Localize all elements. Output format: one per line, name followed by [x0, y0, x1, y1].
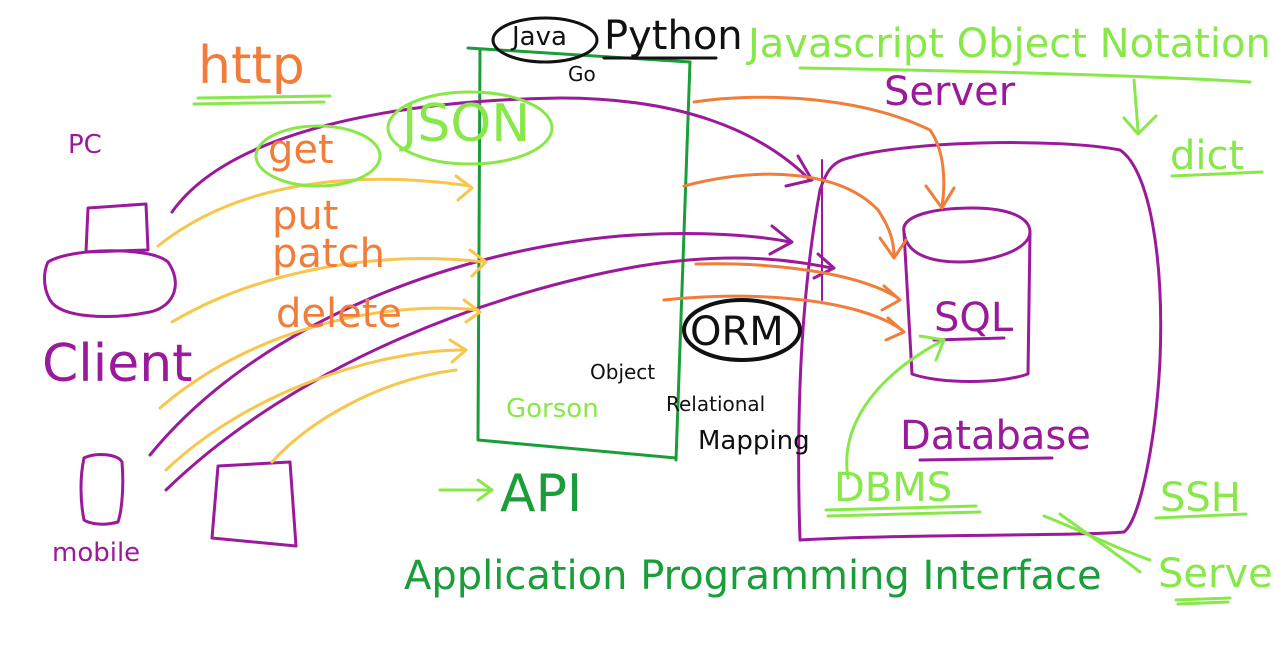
api-full-label: Application Programming Interface: [404, 553, 1102, 599]
json-circle: [386, 90, 554, 166]
database-label: Database: [900, 413, 1091, 459]
api-db-arrows: [662, 95, 956, 342]
ssh-label: SSH: [1160, 475, 1241, 521]
json-full-label: Javascript Object Notation: [748, 21, 1271, 67]
delete-label: delete: [276, 291, 403, 337]
java-circle: [491, 16, 599, 64]
mobile-label: mobile: [52, 538, 141, 568]
api-label: API: [500, 464, 583, 524]
get-circle: [254, 124, 382, 188]
client-api-arrows: [156, 174, 488, 472]
mapping-label: Mapping: [698, 426, 810, 456]
client-server-arrows: [148, 96, 836, 492]
object-label: Object: [590, 360, 656, 384]
patch-label: patch: [272, 231, 385, 277]
dbms-label: DBMS: [834, 465, 953, 511]
mobile-phone-icon: [79, 453, 125, 526]
python-label: Python: [604, 13, 743, 59]
tablet-icon: [210, 460, 298, 548]
pc-icon: [43, 202, 177, 318]
http-label: http: [198, 36, 305, 96]
orm-label: ORM: [690, 309, 784, 355]
pc-label: PC: [68, 130, 102, 160]
database-cylinder: [902, 206, 1032, 383]
light-green-marks: [192, 66, 1264, 606]
gorson-label: Gorson: [506, 394, 599, 424]
ssh-server-label: Server: [1158, 551, 1275, 597]
relational-label: Relational: [666, 392, 766, 416]
orm-circle: [682, 298, 802, 362]
client-label: Client: [42, 334, 193, 394]
server-box: [797, 141, 1163, 542]
server-label: Server: [884, 69, 1016, 115]
java-label: Java: [512, 22, 567, 52]
put-label: put: [272, 193, 339, 239]
sql-label: SQL: [934, 295, 1014, 341]
json-label: JSON: [402, 94, 531, 154]
database-underline: [918, 456, 1054, 462]
get-label: get: [268, 127, 334, 173]
dict-label: dict: [1170, 133, 1245, 179]
go-label: Go: [568, 62, 596, 86]
